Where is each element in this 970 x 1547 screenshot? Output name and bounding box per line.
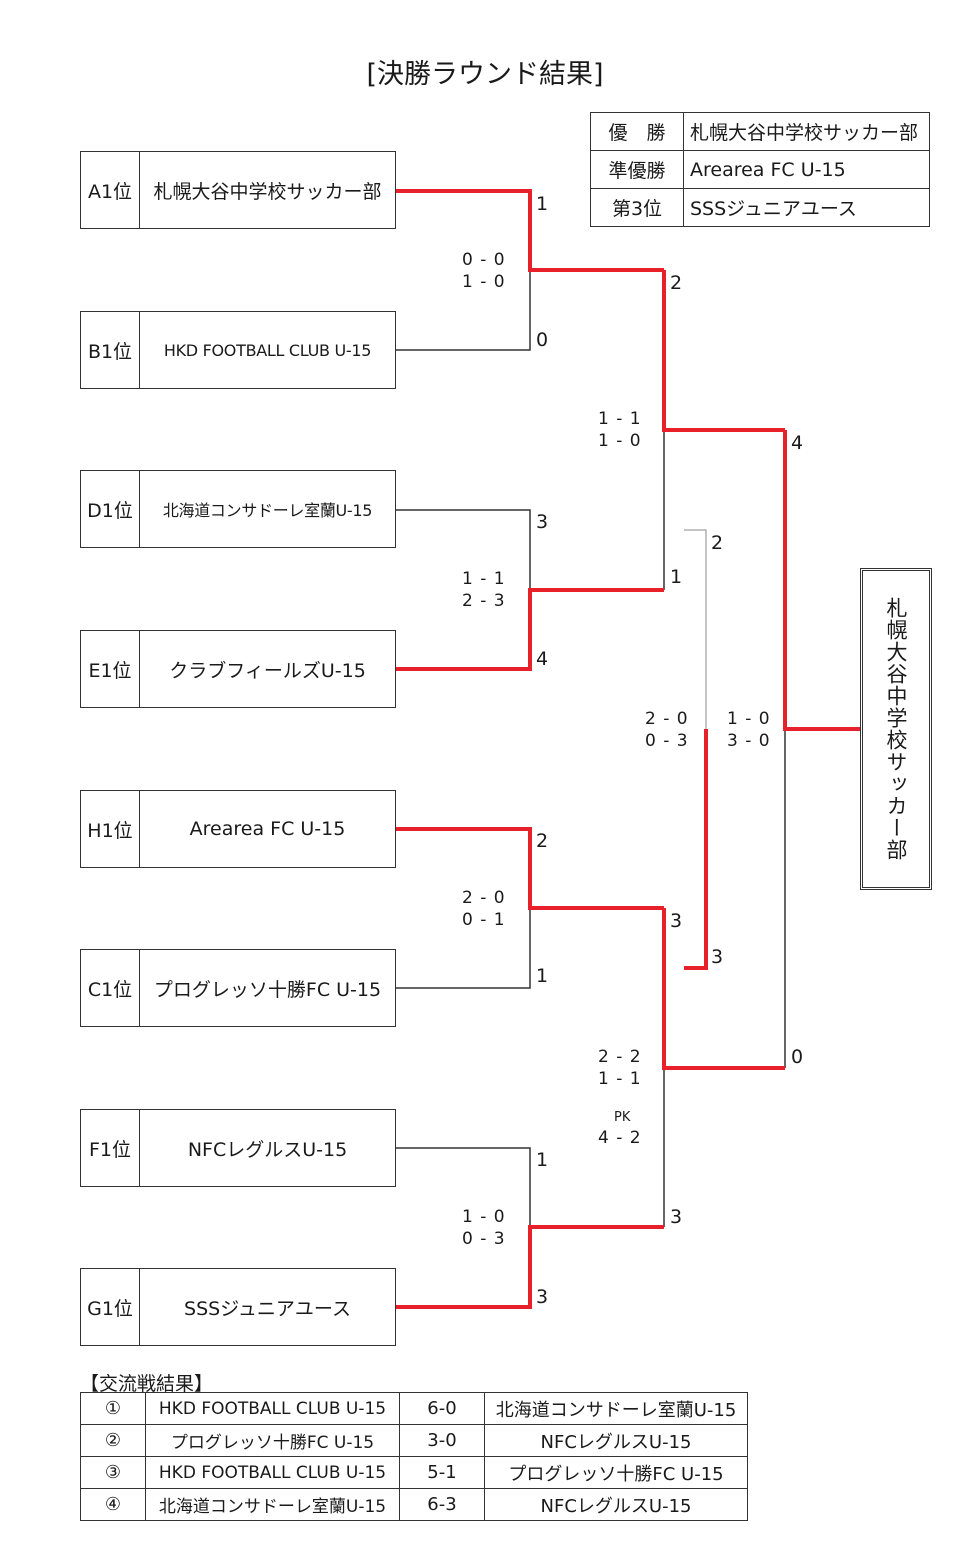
exchange-team-1: プログレッソ十勝FC U-15 (145, 1424, 400, 1457)
path-f1-loss (396, 1147, 531, 1227)
score-semi1-bottom: 1 (670, 566, 683, 588)
team-seed: G1位 (81, 1269, 140, 1345)
score-b1: 0 (536, 329, 549, 351)
loser-paths (396, 270, 786, 1227)
score-final-top: 4 (791, 432, 804, 454)
score-a1: 1 (536, 193, 549, 215)
score-semi2-top: 3 (670, 910, 683, 932)
standings-label: 第3位 (590, 188, 684, 227)
final-standings-table: 優 勝 札幌大谷中学校サッカー部 準優勝 Arearea FC U-15 第3位… (590, 112, 930, 227)
exchange-team-1: 北海道コンサドーレ室蘭U-15 (145, 1488, 400, 1521)
path-g1-win (396, 1225, 664, 1309)
team-name: SSSジュニアユース (184, 1297, 351, 1320)
standings-label: 優 勝 (590, 112, 684, 151)
standings-label: 準優勝 (590, 150, 684, 189)
halves-third-place: 2 - 0 0 - 3 (645, 709, 689, 751)
standings-team: 札幌大谷中学校サッカー部 (683, 112, 930, 151)
score-e1: 4 (536, 648, 549, 670)
match-number: ④ (80, 1488, 146, 1521)
bracket-lines (396, 189, 860, 1309)
score-g1: 3 (536, 1286, 549, 1308)
match-number: ③ (80, 1456, 146, 1489)
exchange-team-1: HKD FOOTBALL CLUB U-15 (145, 1456, 400, 1489)
pk-label: PK (614, 1110, 631, 1125)
winner-paths (396, 189, 860, 1309)
halves-de: 1 - 1 2 - 3 (462, 569, 506, 611)
standings-row-champion: 優 勝 札幌大谷中学校サッカー部 (590, 112, 930, 151)
halves-semi2: 2 - 2 1 - 1 (598, 1047, 642, 1089)
path-third-place-win (684, 729, 708, 970)
path-h1-win (396, 827, 664, 910)
exchange-title: 【交流戦結果】 (80, 1373, 214, 1395)
team-box-f1: F1位 NFCレグルスU-15 (80, 1109, 396, 1187)
exchange-team-1: HKD FOOTBALL CLUB U-15 (145, 1392, 400, 1425)
exchange-row: ② プログレッソ十勝FC U-15 3-0 NFCレグルスU-15 (80, 1424, 748, 1457)
halves-hc: 2 - 0 0 - 1 (462, 888, 506, 930)
team-box-g1: G1位 SSSジュニアユース (80, 1268, 396, 1346)
path-semi2-win (662, 908, 785, 1070)
team-box-c1: C1位 プログレッソ十勝FC U-15 (80, 949, 396, 1027)
score-third-top: 2 (711, 532, 724, 554)
exchange-team-2: NFCレグルスU-15 (484, 1424, 748, 1457)
team-box-d1: D1位 北海道コンサドーレ室蘭U-15 (80, 470, 396, 548)
standings-row-third: 第3位 SSSジュニアユース (590, 188, 930, 227)
team-name: プログレッソ十勝FC U-15 (153, 978, 382, 1001)
score-semi2-bottom: 3 (670, 1206, 683, 1228)
champion-name: 札幌大谷中学校サッカー部 (884, 597, 908, 861)
exchange-score: 6-0 (399, 1392, 485, 1425)
path-third-place-loss (684, 529, 707, 729)
exchange-team-2: NFCレグルスU-15 (484, 1488, 748, 1521)
exchange-team-2: プログレッソ十勝FC U-15 (484, 1456, 748, 1489)
team-box-h1: H1位 Arearea FC U-15 (80, 790, 396, 868)
team-box-a1: A1位 札幌大谷中学校サッカー部 (80, 151, 396, 229)
team-seed: E1位 (81, 631, 140, 707)
match-number: ② (80, 1424, 146, 1457)
halves-ab: 0 - 0 1 - 0 (462, 250, 506, 292)
halves-final: 1 - 0 3 - 0 (727, 709, 771, 751)
pk-score: 4 - 2 (598, 1128, 642, 1148)
exchange-row: ① HKD FOOTBALL CLUB U-15 6-0 北海道コンサドーレ室蘭… (80, 1392, 748, 1425)
exchange-score: 6-3 (399, 1488, 485, 1521)
path-b1-loss (396, 270, 531, 351)
exchange-row: ④ 北海道コンサドーレ室蘭U-15 6-3 NFCレグルスU-15 (80, 1488, 748, 1521)
champion-box: 札幌大谷中学校サッカー部 (860, 568, 932, 890)
exchange-results-table: ① HKD FOOTBALL CLUB U-15 6-0 北海道コンサドーレ室蘭… (80, 1392, 748, 1521)
path-e1-win (396, 588, 664, 671)
team-seed: F1位 (81, 1110, 140, 1186)
halves-semi1: 1 - 1 1 - 0 (598, 409, 642, 451)
score-h1: 2 (536, 830, 549, 852)
path-a1-win (396, 189, 664, 272)
path-c1-loss (396, 908, 531, 989)
team-seed: D1位 (81, 471, 140, 547)
team-name: Arearea FC U-15 (189, 818, 346, 840)
standings-team: SSSジュニアユース (683, 188, 930, 227)
score-final-bottom: 0 (791, 1046, 804, 1068)
match-number: ① (80, 1392, 146, 1425)
halves-fg: 1 - 0 0 - 3 (462, 1207, 506, 1249)
score-d1: 3 (536, 511, 549, 533)
score-semi1-top: 2 (670, 272, 683, 294)
team-box-b1: B1位 HKD FOOTBALL CLUB U-15 (80, 311, 396, 389)
team-seed: H1位 (81, 791, 140, 867)
page-title: [決勝ラウンド結果] (366, 59, 604, 90)
exchange-score: 5-1 (399, 1456, 485, 1489)
score-f1: 1 (536, 1149, 549, 1171)
team-seed: A1位 (81, 152, 140, 228)
exchange-team-2: 北海道コンサドーレ室蘭U-15 (484, 1392, 748, 1425)
team-name: 札幌大谷中学校サッカー部 (153, 180, 382, 203)
path-final-win (783, 430, 860, 731)
exchange-score: 3-0 (399, 1424, 485, 1457)
score-third-bottom: 3 (711, 946, 724, 968)
path-d1-loss (396, 509, 531, 590)
score-c1: 1 (536, 965, 549, 987)
team-seed: C1位 (81, 950, 140, 1026)
path-semi1-win (662, 270, 785, 432)
exchange-row: ③ HKD FOOTBALL CLUB U-15 5-1 プログレッソ十勝FC … (80, 1456, 748, 1489)
team-seed: B1位 (81, 312, 140, 388)
team-name: NFCレグルスU-15 (187, 1138, 348, 1161)
team-name: HKD FOOTBALL CLUB U-15 (163, 340, 372, 360)
team-box-e1: E1位 クラブフィールズU-15 (80, 630, 396, 708)
team-name: クラブフィールズU-15 (169, 659, 366, 682)
team-name: 北海道コンサドーレ室蘭U-15 (162, 501, 373, 520)
